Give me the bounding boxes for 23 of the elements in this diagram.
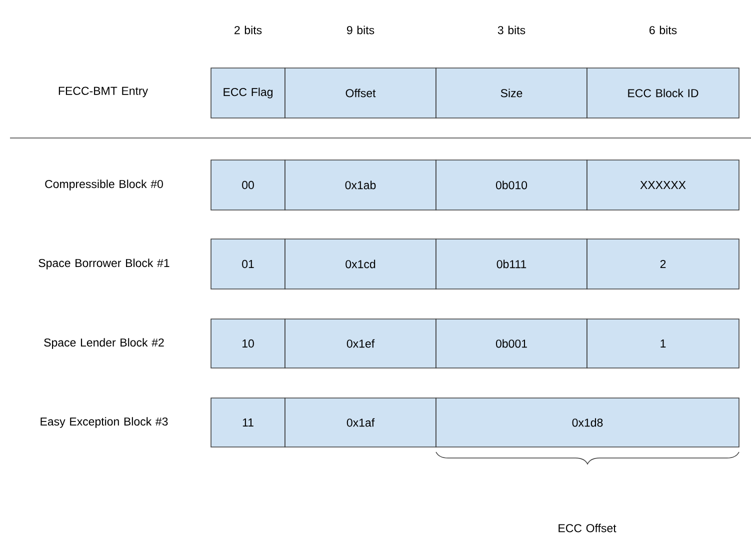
bit-count: 3 bits — [498, 26, 526, 34]
field-cell: XXXXXX — [586, 160, 740, 210]
brace-label: ECC Offset — [558, 524, 616, 532]
field-cell: 0b111 — [436, 238, 588, 290]
field-cell: 0b001 — [436, 318, 588, 368]
field-cell: 10 — [210, 318, 286, 368]
field-cell: 1 — [586, 318, 740, 368]
row-label: Space Borrower Block #1 — [38, 258, 170, 270]
field-cell: ECC Block ID — [586, 68, 740, 118]
field-cell: 01 — [210, 238, 286, 290]
field-cell: 11 — [210, 398, 286, 448]
field-cell: 0b010 — [436, 160, 588, 210]
row-label: Compressible Block #0 — [45, 180, 163, 190]
bit-count: 6 bits — [650, 26, 677, 34]
row-label: Space Lender Block #2 — [44, 338, 164, 349]
field-cell: 2 — [586, 238, 740, 290]
field-cell: ECC Flag — [210, 68, 286, 118]
bit-count: 9 bits — [346, 26, 374, 34]
bit-count: 2 bits — [234, 26, 262, 34]
field-cell: 00 — [210, 160, 286, 210]
field-cell: Size — [436, 68, 588, 118]
row-label: Easy Exception Block #3 — [40, 417, 168, 428]
row-label: FECC-BMT Entry — [58, 86, 148, 98]
